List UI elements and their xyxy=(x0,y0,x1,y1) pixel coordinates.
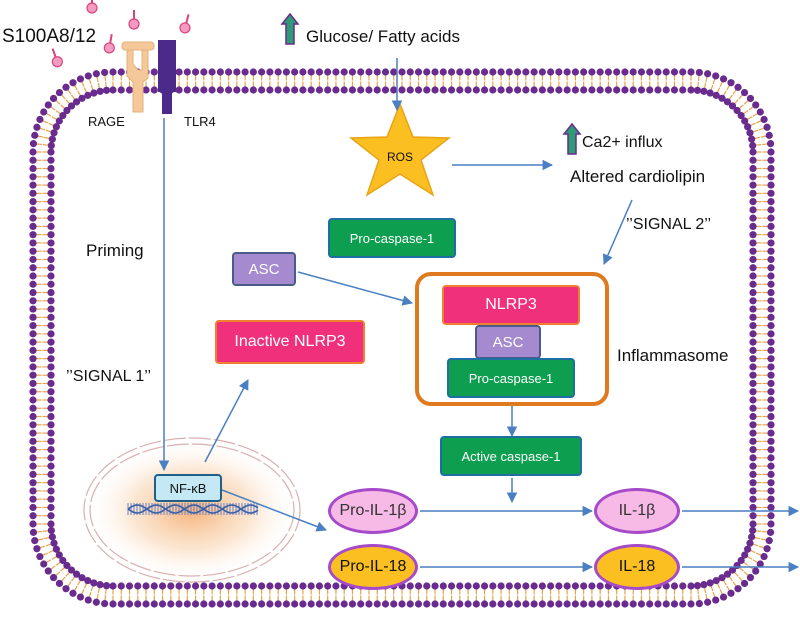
inflammasome-asc-box: ASC xyxy=(475,325,541,359)
ros-star-icon xyxy=(348,101,452,197)
calcium-label: Ca2+ influx xyxy=(582,134,663,151)
tlr4-label: TLR4 xyxy=(184,114,216,129)
pro-caspase-1-box: Pro-caspase-1 xyxy=(328,218,456,258)
il1b-ellipse: IL-1β xyxy=(594,488,680,534)
glucose-label: Glucose/ Fatty acids xyxy=(306,27,461,46)
ros-label: ROS xyxy=(387,150,414,164)
inactive-nlrp3-box: Inactive NLRP3 xyxy=(215,320,365,364)
rage-receptor-icon xyxy=(121,41,155,113)
nlrp3-box: NLRP3 xyxy=(442,285,580,325)
signal2-label: ’’SIGNAL 2’’ xyxy=(626,216,712,233)
arrow-signal2 xyxy=(602,199,633,265)
dna-helix xyxy=(127,503,259,515)
inflammasome-frame xyxy=(415,272,609,406)
inflammasome-label: Inflammasome xyxy=(617,346,729,365)
active-caspase-1-box: Active caspase-1 xyxy=(440,436,582,476)
asc-box: ASC xyxy=(232,252,296,286)
arrow-nfkb-nlrp3 xyxy=(204,379,249,463)
arrow-asc-inflammasome xyxy=(297,271,414,306)
il18-ellipse: IL-18 xyxy=(594,544,680,590)
rage-label: RAGE xyxy=(88,114,125,129)
priming-label: Priming xyxy=(86,241,144,260)
nucleus xyxy=(83,437,301,583)
ligand-label: S100A8/12 xyxy=(2,26,97,47)
cell-membrane xyxy=(29,68,775,608)
arrow-nfkb-proil1b xyxy=(221,489,327,532)
calcium-increase-icon xyxy=(562,122,582,155)
inflammasome-pro-caspase-box: Pro-caspase-1 xyxy=(447,358,575,398)
pro-il1b-ellipse: Pro-IL-1β xyxy=(328,488,418,534)
cardiolipin-label: Altered cardiolipin xyxy=(570,167,706,186)
nfkb-box: NF-κB xyxy=(154,474,222,502)
pathway-arrows xyxy=(158,58,800,573)
pro-il18-ellipse: Pro-IL-18 xyxy=(328,544,418,590)
glucose-increase-icon xyxy=(280,12,300,45)
signal1-label: ’’SIGNAL 1’’ xyxy=(66,368,152,385)
s100-ligand-icons xyxy=(51,0,191,68)
tlr4-receptor-icon xyxy=(158,40,176,114)
